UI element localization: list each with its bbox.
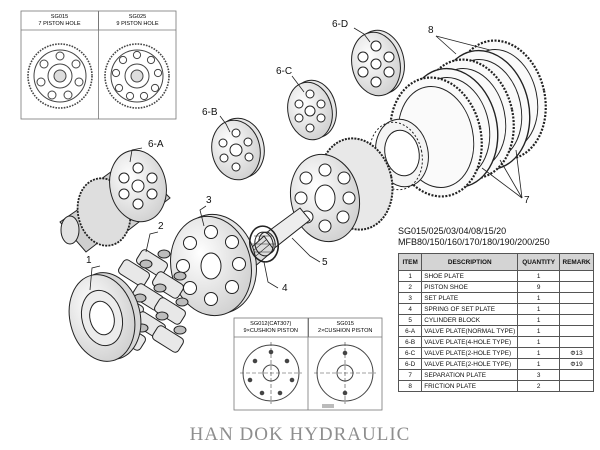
cell-quantity: 1 xyxy=(517,303,561,315)
cell-remark xyxy=(559,325,594,337)
cell-item: 8 xyxy=(397,380,423,392)
cell-item: 4 xyxy=(397,303,423,315)
cell-quantity: 3 xyxy=(517,369,561,381)
inset-bottom-2-cushion-plate xyxy=(314,342,376,404)
cell-description: SHOE PLATE xyxy=(421,270,519,282)
callout-6c: 6-C xyxy=(276,66,293,77)
table-row: 8 FRICTION PLATE 2 xyxy=(397,380,594,392)
callout-1: 1 xyxy=(86,255,92,266)
header-remark: REMARK xyxy=(559,253,594,271)
cell-item: 6-B xyxy=(397,336,423,348)
valve-plate-6-d xyxy=(351,29,405,97)
inset-bottom-9-cushion-plate xyxy=(240,342,302,404)
leader-lines xyxy=(89,27,523,291)
header-item: ITEM xyxy=(397,253,423,271)
callout-4: 4 xyxy=(282,283,288,294)
table-row: 4 SPRING OF SET PLATE 1 xyxy=(397,303,594,315)
cell-quantity: 1 xyxy=(517,347,561,359)
plate-stack-7-8 xyxy=(389,39,547,198)
cell-quantity: 1 xyxy=(517,314,561,326)
shoe-plate xyxy=(68,272,142,362)
inset-top-left-head: SG015 7 PISTON HOLE xyxy=(21,11,99,30)
table-row: 6-D VALVE PLATE(2-HOLE TYPE) 1 Φ19 xyxy=(397,358,594,370)
cell-description: VALVE PLATE(4-HOLE TYPE) xyxy=(421,336,519,348)
cell-description: VALVE PLATE(2-HOLE TYPE) xyxy=(421,347,519,359)
cell-quantity: 1 xyxy=(517,325,561,337)
valve-plate-6-c xyxy=(287,79,337,141)
callout-2: 2 xyxy=(158,221,164,232)
model-series-title: SG015/025/03/04/08/15/20 MFB80/150/160/1… xyxy=(398,226,598,248)
inset-badge xyxy=(322,404,334,408)
cell-description: SEPARATION PLATE xyxy=(421,369,519,381)
brand-watermark: HAN DOK HYDRAULIC xyxy=(189,424,411,445)
cell-item: 3 xyxy=(397,292,423,304)
bearing-ring xyxy=(369,118,429,191)
inset-top-heading: SG015 7 PISTON HOLE SG025 9 PISTON HOLE xyxy=(21,11,176,30)
cell-description: SPRING OF SET PLATE xyxy=(421,303,519,315)
cell-quantity: 2 xyxy=(517,380,561,392)
callout-6b: 6-B xyxy=(202,107,218,118)
cell-item: 6-C xyxy=(397,347,423,359)
model-series-line-1: SG015/025/03/04/08/15/20 xyxy=(398,226,507,236)
cell-remark xyxy=(559,369,594,381)
table-row: 6-C VALVE PLATE(2-HOLE TYPE) 1 Φ13 xyxy=(397,347,594,359)
cell-remark xyxy=(559,336,594,348)
table-row: 5 CYLINDER BLOCK 1 xyxy=(397,314,594,326)
table-row: 3 SET PLATE 1 xyxy=(397,292,594,304)
cell-description: VALVE PLATE(NORMAL TYPE) xyxy=(421,325,519,337)
cell-description: SET PLATE xyxy=(421,292,519,304)
inset-top-9-hole-plate xyxy=(104,43,170,109)
cell-quantity: 1 xyxy=(517,292,561,304)
set-plate xyxy=(170,213,257,317)
cell-remark xyxy=(559,380,594,392)
cell-description: VALVE PLATE(2-HOLE TYPE) xyxy=(421,358,519,370)
inset-bottom-right-head: SG015 2×CUSHION PISTON xyxy=(318,320,373,334)
callout-6d: 6-D xyxy=(332,19,349,30)
callout-7: 7 xyxy=(524,195,530,206)
cell-item: 6-D xyxy=(397,358,423,370)
cell-item: 7 xyxy=(397,369,423,381)
cell-remark: Φ19 xyxy=(559,358,594,370)
cell-description: CYLINDER BLOCK xyxy=(421,314,519,326)
callout-8: 8 xyxy=(428,25,434,36)
set-plate-spring xyxy=(249,225,279,263)
cell-quantity: 1 xyxy=(517,358,561,370)
inset-bottom-left-head: SG012(CAT307) 9×CUSHION PISTON xyxy=(234,318,309,337)
model-series-line-2: MFB80/150/160/170/180/190/200/250 xyxy=(398,237,550,247)
inset-bottom-heading: SG012(CAT307) 9×CUSHION PISTON SG015 2×C… xyxy=(234,318,382,337)
cell-remark xyxy=(559,314,594,326)
callout-6a: 6-A xyxy=(148,139,164,150)
cell-remark xyxy=(559,281,594,293)
cell-description: FRICTION PLATE xyxy=(421,380,519,392)
cell-remark: Φ13 xyxy=(559,347,594,359)
cell-item: 1 xyxy=(397,270,423,282)
table-row: 6-B VALVE PLATE(4-HOLE TYPE) 1 xyxy=(397,336,594,348)
cell-quantity: 9 xyxy=(517,281,561,293)
cell-remark xyxy=(559,303,594,315)
valve-plate-6-b xyxy=(211,117,265,181)
cell-description: PISTON SHOE xyxy=(421,281,519,293)
cell-remark xyxy=(559,292,594,304)
cell-item: 6-A xyxy=(397,325,423,337)
parts-table: ITEM DESCRIPTION QUANTITY REMARK 1 SHOE … xyxy=(397,253,594,392)
cell-item: 2 xyxy=(397,281,423,293)
cell-remark xyxy=(559,270,594,282)
header-description: DESCRIPTION xyxy=(421,253,519,271)
table-row: 7 SEPARATION PLATE 3 xyxy=(397,369,594,381)
callout-3: 3 xyxy=(206,195,212,206)
table-row: 2 PISTON SHOE 9 xyxy=(397,281,594,293)
parts-table-header: ITEM DESCRIPTION QUANTITY REMARK xyxy=(397,253,594,271)
inset-top-right-head: SG025 9 PISTON HOLE xyxy=(116,13,159,27)
cell-quantity: 1 xyxy=(517,270,561,282)
table-row: 6-A VALVE PLATE(NORMAL TYPE) 1 xyxy=(397,325,594,337)
cell-quantity: 1 xyxy=(517,336,561,348)
header-quantity: QUANTITY xyxy=(517,253,561,271)
table-row: 1 SHOE PLATE 1 xyxy=(397,270,594,282)
inset-top-7-hole-plate xyxy=(27,43,93,109)
callout-5: 5 xyxy=(322,257,328,268)
rotary-group-6-a xyxy=(59,149,171,253)
cell-item: 5 xyxy=(397,314,423,326)
